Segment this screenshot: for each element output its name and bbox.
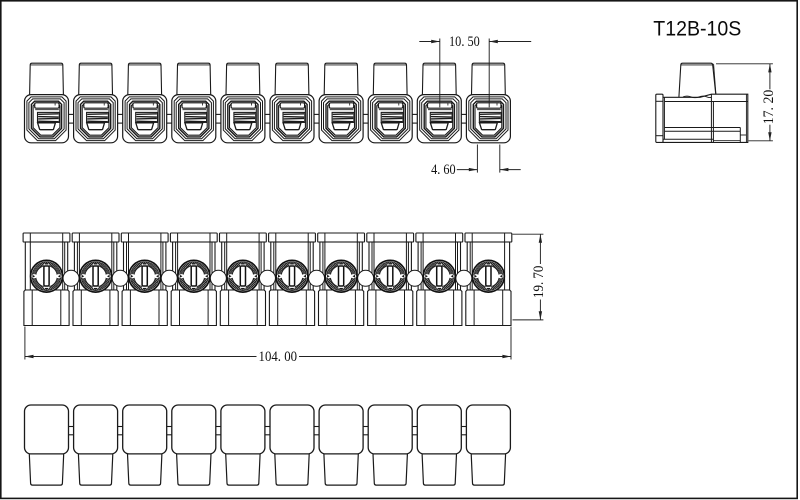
svg-text:104. 00: 104. 00	[259, 349, 298, 365]
svg-text:4. 60: 4. 60	[431, 162, 456, 178]
svg-text:10. 50: 10. 50	[449, 34, 480, 50]
svg-text:17. 20: 17. 20	[761, 90, 777, 125]
svg-text:T12B-10S: T12B-10S	[653, 17, 741, 40]
svg-text:19. 70: 19. 70	[531, 266, 547, 298]
